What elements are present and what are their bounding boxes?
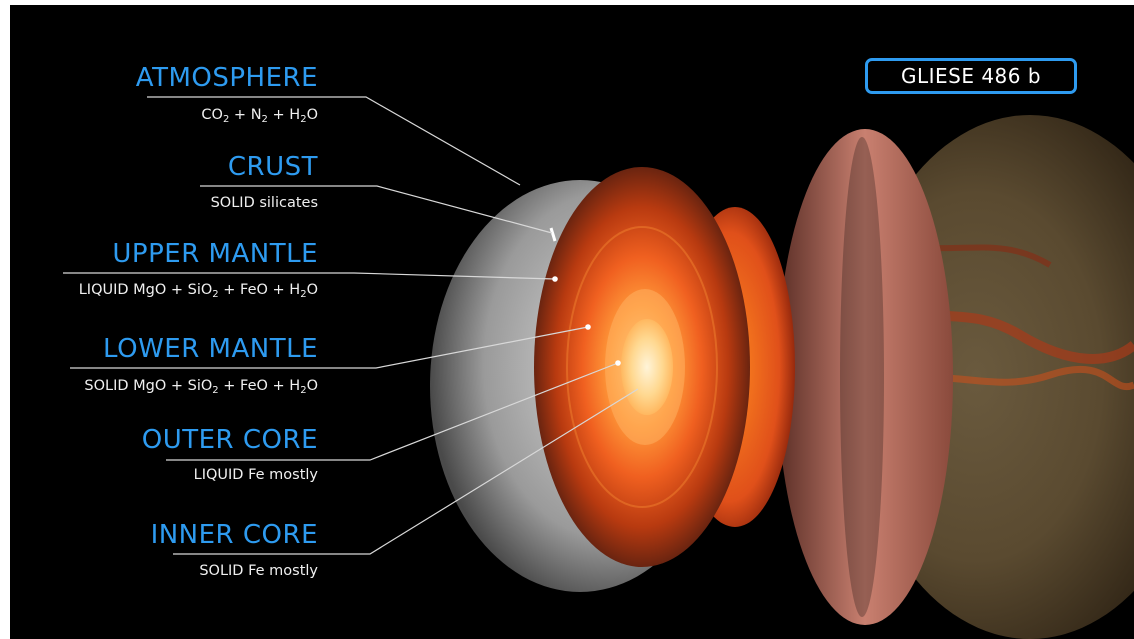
label-crust-composition: SOLID silicates — [210, 195, 318, 211]
label-atmosphere-title: ATMOSPHERE — [135, 63, 318, 93]
leader-line-crust — [200, 185, 553, 234]
marker-outer-core — [615, 360, 621, 366]
label-outer-core-composition: LIQUID Fe mostly — [193, 467, 318, 483]
leader-line-upper-mantle — [63, 272, 556, 280]
marker-lower-mantle — [585, 324, 591, 330]
planet-name-badge: GLIESE 486 b — [865, 58, 1077, 94]
leader-line-atmosphere — [147, 96, 521, 186]
label-upper-mantle-composition: LIQUID MgO + SiO2 + FeO + H2O — [78, 282, 318, 300]
label-inner-core-title: INNER CORE — [150, 520, 318, 550]
diagram-canvas: GLIESE 486 b ATMOSPHERE CO2 + N2 + H2O C… — [10, 5, 1134, 639]
leader-line-outer-core — [166, 362, 619, 461]
crust-shell — [777, 129, 953, 625]
leader-line-lower-mantle — [70, 326, 589, 369]
planet-cutaway-illustration — [63, 96, 1134, 639]
label-lower-mantle-composition: SOLID MgO + SiO2 + FeO + H2O — [84, 378, 318, 396]
leader-line-inner-core — [173, 388, 639, 555]
label-inner-core-composition: SOLID Fe mostly — [199, 563, 318, 579]
label-crust-title: CRUST — [227, 152, 318, 182]
inner-core — [621, 319, 673, 415]
planet-name: GLIESE 486 b — [900, 64, 1042, 88]
label-atmosphere-composition: CO2 + N2 + H2O — [201, 107, 318, 125]
label-lower-mantle-title: LOWER MANTLE — [103, 334, 318, 364]
label-upper-mantle-title: UPPER MANTLE — [112, 239, 318, 269]
label-outer-core-title: OUTER CORE — [141, 425, 318, 455]
marker-upper-mantle — [552, 276, 558, 282]
